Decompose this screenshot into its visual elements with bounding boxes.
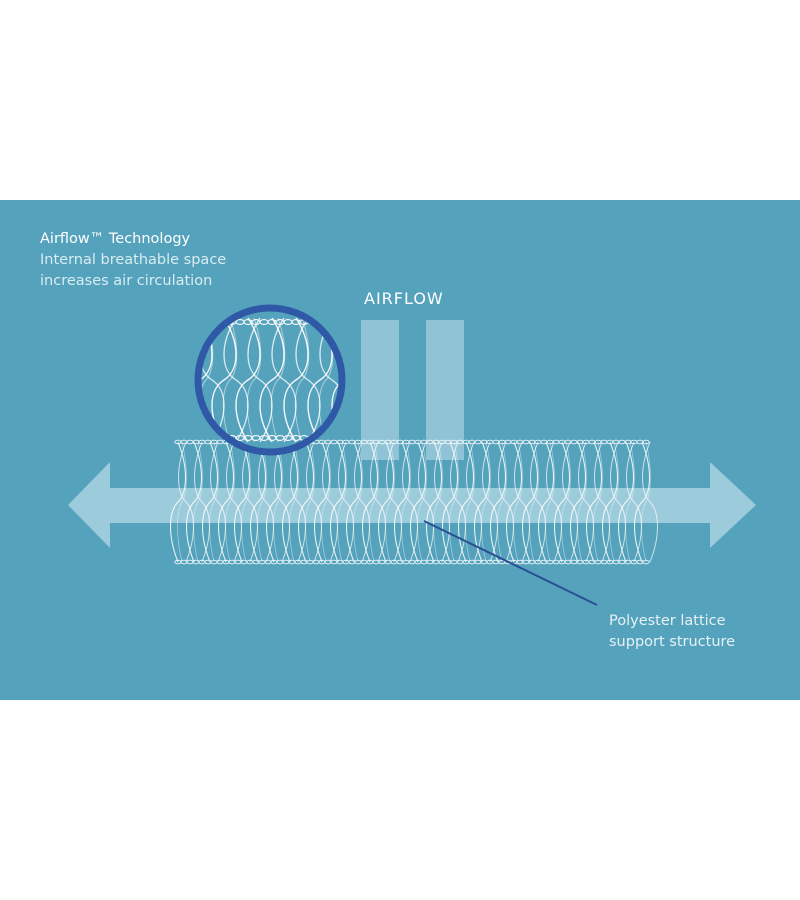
diagram-subtitle-line1: Internal breathable space xyxy=(40,252,227,268)
title-block: Airflow™ Technology Internal breathable … xyxy=(40,229,226,292)
magnifier-circle-icon xyxy=(194,304,346,456)
diagram-panel xyxy=(0,200,800,700)
polyester-lattice xyxy=(170,439,658,565)
diagram-title: Airflow™ Technology xyxy=(40,231,191,247)
callout-line2: support structure xyxy=(609,634,736,650)
diagram-subtitle-line2: increases air circulation xyxy=(40,273,213,289)
airflow-column-left xyxy=(361,320,399,460)
callout-line1: Polyester lattice xyxy=(609,613,726,629)
airflow-label: AIRFLOW xyxy=(364,289,444,308)
airflow-column-right xyxy=(426,320,464,460)
callout-leader-line xyxy=(423,520,598,606)
lattice-callout: Polyester lattice support structure xyxy=(609,611,735,653)
